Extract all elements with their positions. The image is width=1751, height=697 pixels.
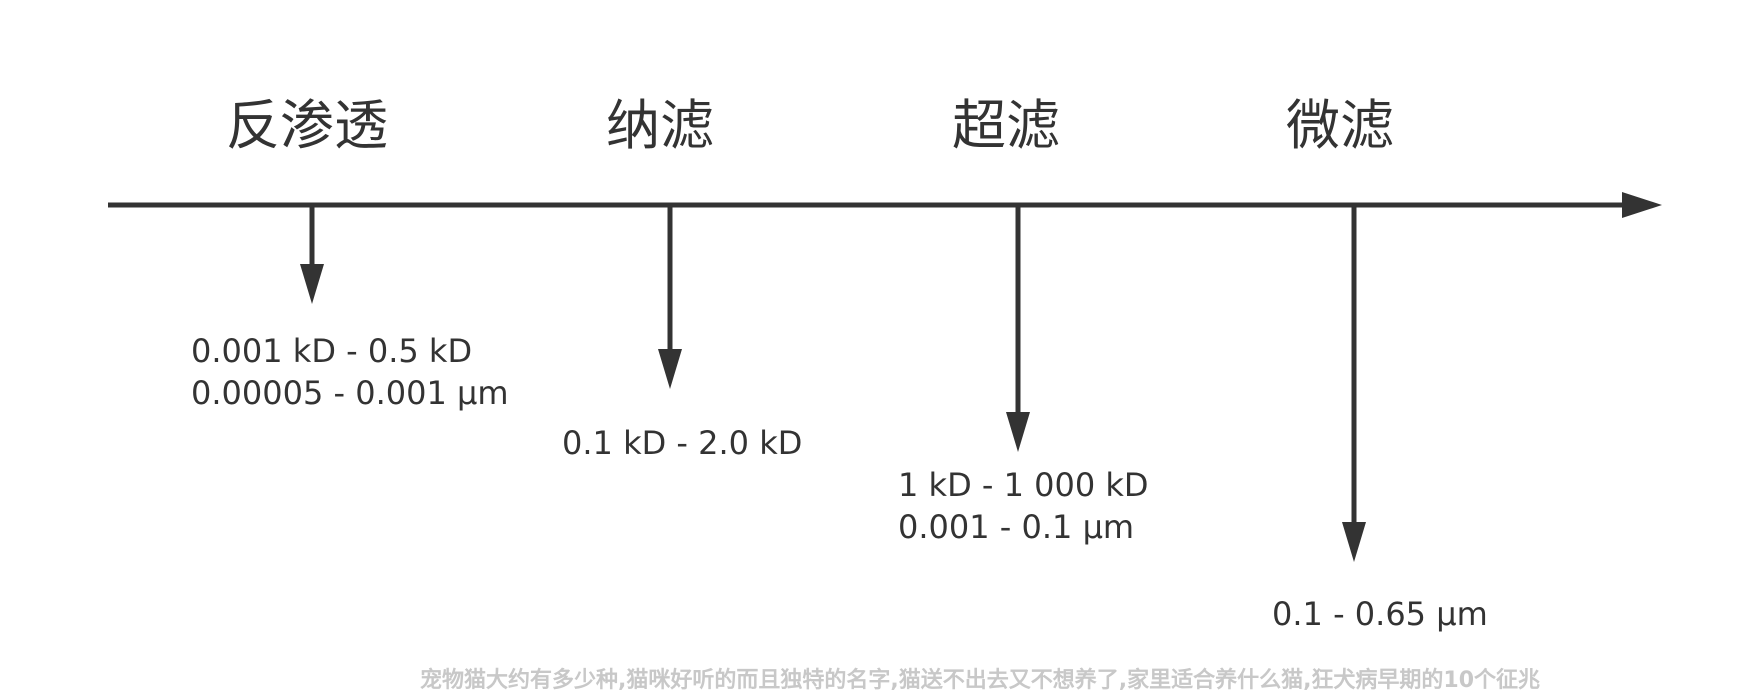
range-label-reverse-osmosis: 0.001 kD - 0.5 kD 0.00005 - 0.001 μm [191,330,509,414]
stage-arrowhead-ultrafiltration [1006,412,1030,452]
stage-title-ultrafiltration: 超滤 [952,94,1060,157]
stage-title-nanofiltration: 纳滤 [606,94,714,157]
range-label-line: 1 kD - 1 000 kD [898,466,1149,504]
watermark-text: 宠物猫大约有多少种,猫咪好听的而且独特的名字,猫送不出去又不想养了,家里适合养什… [420,668,1541,693]
range-label-line: 0.001 - 0.1 μm [898,508,1135,546]
stage-arrowhead-nanofiltration [658,349,682,389]
range-label-ultrafiltration: 1 kD - 1 000 kD 0.001 - 0.1 μm [898,464,1149,548]
main-axis-arrowhead [1622,192,1662,218]
stage-title-reverse-osmosis: 反渗透 [226,94,388,157]
range-label-microfiltration: 0.1 - 0.65 μm [1272,593,1488,635]
stage-arrowhead-microfiltration [1342,522,1366,562]
stage-arrowhead-reverse-osmosis [300,264,324,304]
range-label-line: 0.1 - 0.65 μm [1272,595,1488,633]
range-label-line: 0.00005 - 0.001 μm [191,374,509,412]
range-label-line: 0.001 kD - 0.5 kD [191,332,473,370]
range-label-nanofiltration: 0.1 kD - 2.0 kD [562,422,802,464]
stage-title-microfiltration: 微滤 [1286,94,1394,157]
range-label-line: 0.1 kD - 2.0 kD [562,424,803,462]
